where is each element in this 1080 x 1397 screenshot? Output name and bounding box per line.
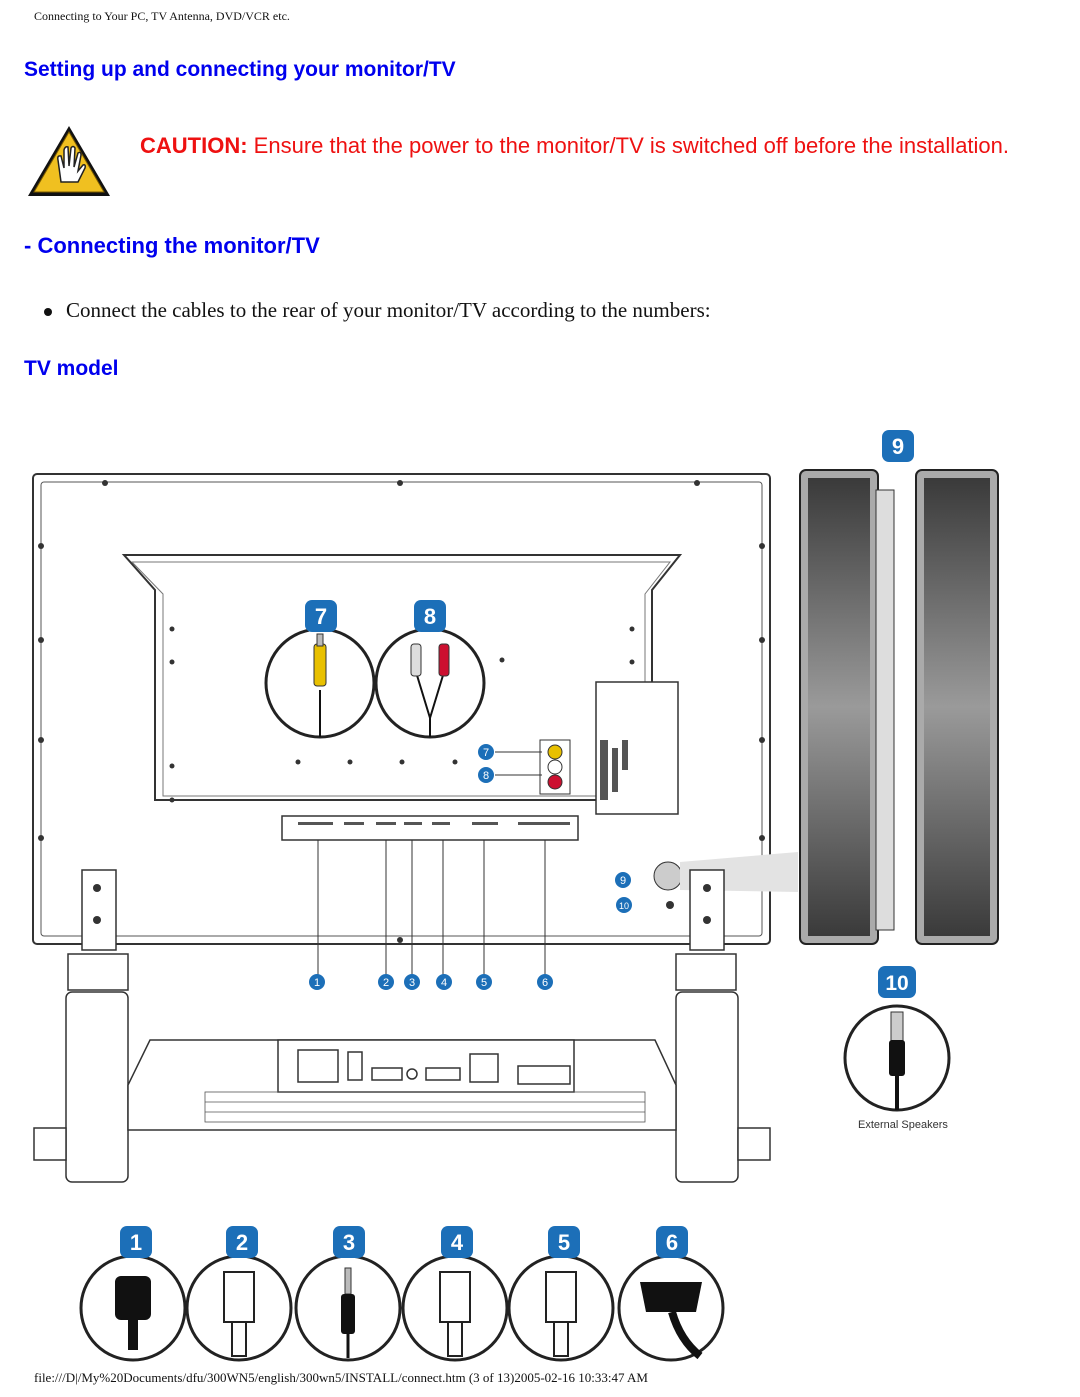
badge-8-large: 8 bbox=[414, 600, 446, 632]
small-callout-9-label: 9 bbox=[620, 875, 626, 887]
vent-grid bbox=[204, 1091, 646, 1123]
small-callout-1: 1 bbox=[309, 974, 325, 990]
stand bbox=[33, 869, 771, 1183]
model-heading: TV model bbox=[24, 357, 119, 380]
cable-circle-5 bbox=[507, 1254, 615, 1362]
instruction-bullet: Connect the cables to the rear of your m… bbox=[44, 298, 711, 323]
badge-2: 2 bbox=[226, 1226, 258, 1258]
badge-10-large: 10 bbox=[878, 966, 916, 998]
zoom-circle-10 bbox=[843, 1004, 951, 1112]
cable-circle-6 bbox=[617, 1254, 725, 1362]
small-callout-3: 3 bbox=[404, 974, 420, 990]
caution-text: Ensure that the power to the monitor/TV … bbox=[253, 133, 1010, 158]
small-callout-4: 4 bbox=[436, 974, 452, 990]
cable-circle-2 bbox=[185, 1254, 293, 1362]
instruction-text: Connect the cables to the rear of your m… bbox=[66, 298, 711, 322]
small-callout-2: 2 bbox=[378, 974, 394, 990]
section-heading: Setting up and connecting your monitor/T… bbox=[24, 58, 456, 81]
footer-file-path: file:///D|/My%20Documents/dfu/300WN5/eng… bbox=[34, 1370, 648, 1385]
small-callout-9: 9 bbox=[615, 872, 631, 888]
external-speaker-right bbox=[915, 469, 999, 945]
badge-7-large: 7 bbox=[305, 600, 337, 632]
cable-circle-4 bbox=[401, 1254, 509, 1362]
cable-circle-1 bbox=[79, 1254, 187, 1362]
external-speaker-left bbox=[799, 469, 895, 945]
badge-3: 3 bbox=[333, 1226, 365, 1258]
badge-1-label: 1 bbox=[130, 1230, 142, 1255]
small-callout-10: 10 bbox=[616, 897, 632, 913]
small-callout-3-label: 3 bbox=[409, 977, 415, 989]
caution-message: CAUTION: Ensure that the power to the mo… bbox=[140, 131, 1040, 161]
small-callout-7-label: 7 bbox=[483, 747, 489, 759]
badge-6: 6 bbox=[656, 1226, 688, 1258]
badge-4-label: 4 bbox=[451, 1230, 464, 1255]
badge-6-label: 6 bbox=[666, 1230, 678, 1255]
small-callout-6-label: 6 bbox=[542, 977, 548, 989]
small-callout-7: 7 bbox=[478, 744, 494, 760]
small-callout-1-label: 1 bbox=[314, 977, 320, 989]
badge-9-large: 9 bbox=[882, 430, 914, 462]
speaker-caption: External Speakers bbox=[858, 1119, 948, 1131]
small-callout-5: 5 bbox=[476, 974, 492, 990]
browser-page-title: Connecting to Your PC, TV Antenna, DVD/V… bbox=[34, 9, 290, 23]
small-callout-8: 8 bbox=[478, 767, 494, 783]
badge-5-label: 5 bbox=[558, 1230, 570, 1255]
small-callout-8-label: 8 bbox=[483, 770, 489, 782]
connector-strip bbox=[281, 815, 579, 975]
small-callout-2-label: 2 bbox=[383, 977, 389, 989]
badge-3-label: 3 bbox=[343, 1230, 355, 1255]
caution-label: CAUTION: bbox=[140, 133, 248, 158]
side-av-panel bbox=[495, 681, 679, 815]
zoom-circle-8 bbox=[374, 627, 486, 739]
badge-9-label: 9 bbox=[892, 434, 904, 459]
cable-circle-3 bbox=[294, 1254, 402, 1362]
badge-10-label: 10 bbox=[885, 972, 908, 995]
badge-2-label: 2 bbox=[236, 1230, 248, 1255]
small-callout-6: 6 bbox=[537, 974, 553, 990]
subsection-heading: - Connecting the monitor/TV bbox=[24, 233, 320, 258]
small-callout-5-label: 5 bbox=[481, 977, 487, 989]
badge-8-label: 8 bbox=[424, 604, 436, 629]
badge-5: 5 bbox=[548, 1226, 580, 1258]
badge-7-label: 7 bbox=[315, 604, 327, 629]
badge-1: 1 bbox=[120, 1226, 152, 1258]
bullet-dot-icon bbox=[44, 308, 52, 317]
rear-panel-diagram: External Speakers 1 2 3 4 5 6 7 8 9 10 bbox=[32, 430, 999, 1362]
caution-hand-icon bbox=[28, 126, 110, 196]
small-callout-10-label: 10 bbox=[619, 901, 629, 911]
small-callout-4-label: 4 bbox=[441, 977, 447, 989]
zoom-circle-7 bbox=[264, 627, 376, 739]
badge-4: 4 bbox=[441, 1226, 473, 1258]
